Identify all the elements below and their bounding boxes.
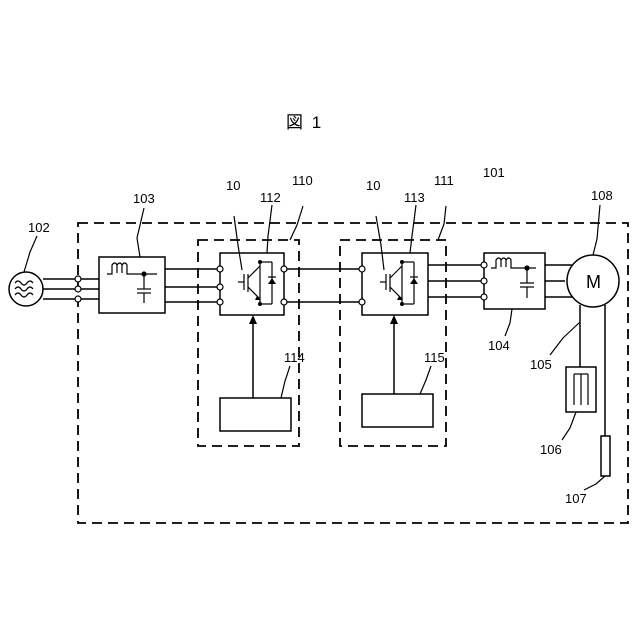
leader-106	[562, 412, 576, 440]
figure-title: 図 1	[286, 113, 323, 132]
controller-115	[362, 394, 433, 427]
input-power-lines	[43, 276, 99, 302]
elevator-car-106	[566, 367, 596, 412]
label-110: 110	[292, 173, 313, 188]
counterweight-107	[601, 436, 610, 476]
label-10b: 10	[366, 178, 380, 193]
label-101: 101	[483, 165, 505, 180]
leader-103	[137, 208, 144, 257]
label-108: 108	[591, 188, 613, 203]
control-arrow-115	[390, 315, 398, 324]
leader-102	[24, 236, 37, 272]
leader-105	[550, 322, 580, 355]
inverter-113	[359, 253, 428, 315]
label-104: 104	[488, 338, 510, 353]
lines-113-to-104	[428, 265, 484, 297]
motor-symbol: M	[586, 272, 601, 292]
lines-104-to-motor	[545, 265, 572, 297]
leader-115	[420, 366, 431, 394]
label-103: 103	[133, 191, 155, 206]
label-10a: 10	[226, 178, 240, 193]
motor-108: M	[567, 255, 619, 307]
leader-112	[267, 205, 272, 253]
label-106: 106	[540, 442, 562, 457]
ac-power-source	[9, 272, 43, 306]
label-107: 107	[565, 491, 587, 506]
control-arrow-114	[249, 315, 257, 324]
label-105: 105	[530, 357, 552, 372]
label-115: 115	[424, 350, 445, 365]
leader-113	[410, 205, 416, 253]
label-114: 114	[284, 350, 305, 365]
label-102: 102	[28, 220, 50, 235]
leader-107	[584, 476, 605, 490]
label-111: 111	[434, 173, 454, 188]
power-converter-112	[217, 253, 287, 315]
label-113: 113	[404, 190, 425, 205]
leader-114	[281, 366, 290, 398]
label-112: 112	[260, 190, 281, 205]
output-filter-104	[481, 253, 545, 309]
input-filter-103	[99, 257, 165, 313]
leader-104	[505, 309, 512, 336]
leader-108	[593, 205, 600, 255]
lines-103-to-112	[165, 269, 220, 302]
controller-114	[220, 398, 291, 431]
